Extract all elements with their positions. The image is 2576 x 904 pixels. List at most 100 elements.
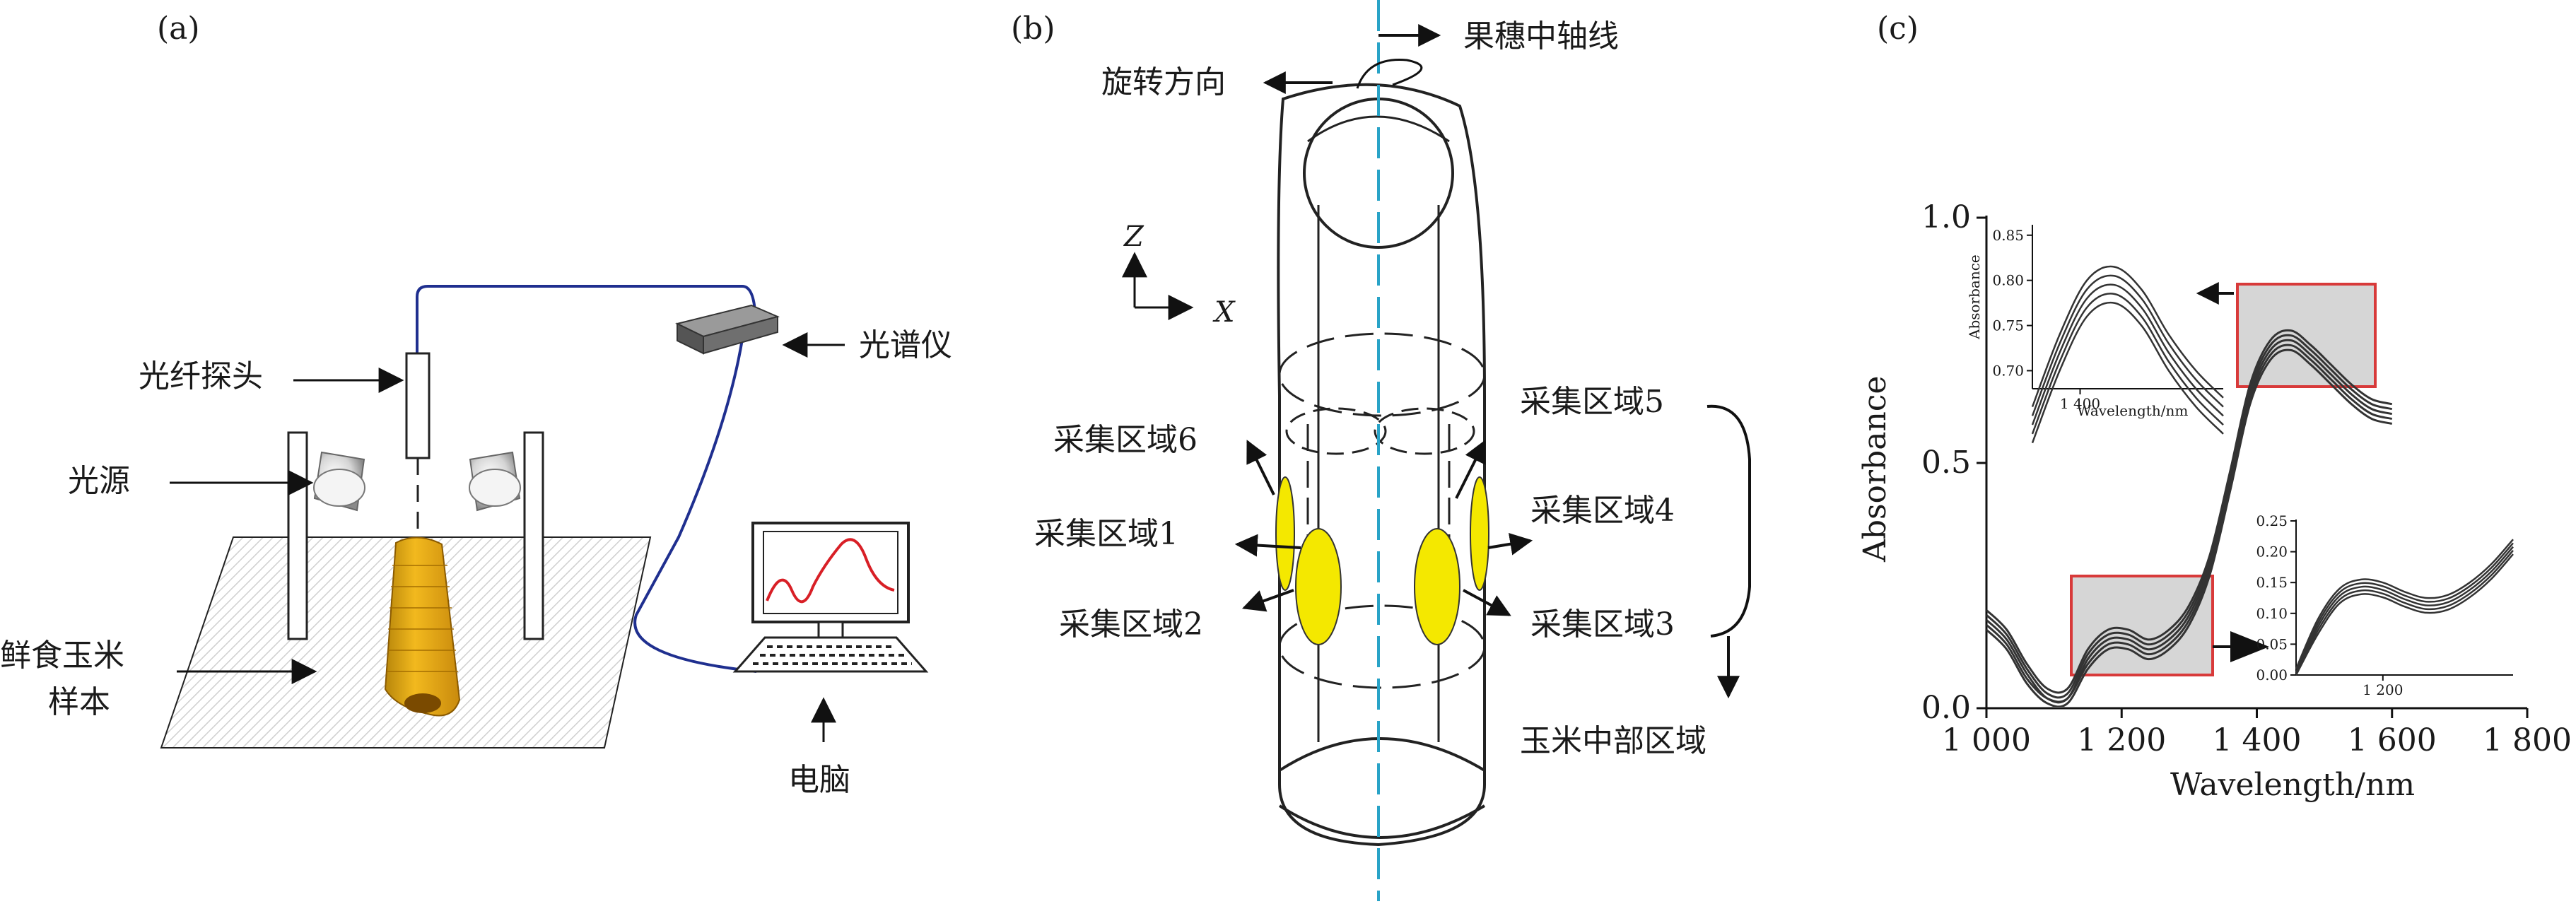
region-6-label: 采集区域6 bbox=[1053, 422, 1198, 458]
spectrometer-icon bbox=[675, 304, 780, 355]
upper-inset-series-line-3 bbox=[2031, 283, 2224, 425]
upper-inset-xlabel: Wavelength/nm bbox=[2077, 402, 2188, 419]
lower-inset-series-line-5 bbox=[2295, 553, 2514, 676]
region-6-marker bbox=[1275, 476, 1295, 591]
region-4-label: 采集区域4 bbox=[1530, 493, 1675, 529]
z-axis-label: Z bbox=[1123, 221, 1144, 253]
upper-inset-ticks: 0.70 0.75 0.80 0.85 1 400 bbox=[1992, 227, 2100, 412]
panel-b: (b) Z X bbox=[1011, 0, 1751, 901]
panel-a: (a) bbox=[0, 11, 952, 798]
main-series-line-4 bbox=[1986, 344, 2393, 703]
upper-inset-y-tick-label: 0.70 bbox=[1992, 362, 2024, 379]
corn-top-arc bbox=[1307, 115, 1450, 143]
corn-outline bbox=[1277, 83, 1486, 847]
region-1-marker bbox=[1295, 528, 1342, 645]
upper-inset-y-tick-label: 0.75 bbox=[1992, 317, 2024, 334]
main-x-tick-label: 1 600 bbox=[2348, 722, 2437, 758]
region-1-arrow bbox=[1234, 534, 1301, 557]
rotation-label: 旋转方向 bbox=[1101, 64, 1226, 100]
lower-inset-x-tick-label: 1 200 bbox=[2363, 681, 2403, 698]
lower-inset-y-tick-label: 0.05 bbox=[2256, 635, 2288, 652]
region-6-arrow bbox=[1246, 440, 1275, 495]
upper-inset-curves bbox=[2031, 265, 2224, 444]
lower-inset-series-line-4 bbox=[2295, 550, 2514, 676]
region-2-arrow bbox=[1241, 589, 1294, 612]
region-3-label: 采集区域3 bbox=[1530, 606, 1675, 642]
highlight-box-lower bbox=[2070, 575, 2214, 676]
lower-inset-y-tick-label: 0.15 bbox=[2256, 574, 2288, 591]
region-4-arrow bbox=[1487, 532, 1533, 556]
rotation-icon bbox=[1356, 59, 1423, 89]
lamp-left-icon bbox=[313, 451, 365, 512]
fiber-probe bbox=[405, 352, 431, 459]
spectrometer-label: 光谱仪 bbox=[859, 327, 952, 363]
corn-bottom-arc bbox=[1278, 737, 1486, 772]
sample-label-line1: 鲜食玉米 bbox=[0, 638, 124, 674]
panel-b-label: (b) bbox=[1011, 11, 1055, 47]
region-2-label: 采集区域2 bbox=[1059, 606, 1203, 642]
upper-inset-series-line-2 bbox=[2031, 274, 2224, 416]
lower-inset-series-line-3 bbox=[2295, 546, 2514, 676]
main-y-tick-label: 0.5 bbox=[1921, 445, 1971, 481]
main-y-tick-label: 1.0 bbox=[1921, 199, 1971, 235]
upper-inset-ylabel: Absorbance bbox=[1966, 254, 1983, 340]
lower-inset: 0.00 0.05 0.10 0.15 0.20 0.25 1 200 bbox=[2256, 512, 2514, 698]
computer-icon bbox=[732, 522, 929, 673]
middle-region-top bbox=[1278, 332, 1486, 417]
main-x-tick-label: 1 200 bbox=[2077, 722, 2166, 758]
x-axis-label: X bbox=[1212, 296, 1236, 329]
panel-a-label: (a) bbox=[157, 11, 200, 47]
lower-inset-y-tick-label: 0.25 bbox=[2256, 512, 2288, 529]
region-4-marker bbox=[1414, 528, 1460, 645]
main-x-label: Wavelength/nm bbox=[2170, 767, 2415, 803]
upper-inset-y-tick-label: 0.80 bbox=[1992, 272, 2024, 289]
lower-inset-y-tick-label: 0.20 bbox=[2256, 544, 2288, 560]
main-y-tick-label: 0.0 bbox=[1921, 690, 1971, 726]
main-x-tick-label: 1 800 bbox=[2483, 722, 2572, 758]
probe-label: 光纤探头 bbox=[139, 358, 263, 394]
fiber-cable bbox=[416, 285, 757, 673]
lower-inset-curves bbox=[2295, 539, 2514, 676]
lower-inset-series-line-1 bbox=[2295, 539, 2514, 669]
middle-region-label: 玉米中部区域 bbox=[1520, 723, 1706, 759]
axis-label: 果穗中轴线 bbox=[1463, 18, 1619, 54]
region-5-arrow bbox=[1455, 440, 1486, 499]
main-series-line-2 bbox=[1986, 334, 2393, 699]
region-1-label: 采集区域1 bbox=[1034, 516, 1178, 552]
region-3-marker bbox=[1470, 476, 1489, 591]
main-series-line-5 bbox=[1986, 348, 2393, 707]
region-3-arrow bbox=[1463, 589, 1511, 616]
sequence-bracket bbox=[1706, 404, 1751, 638]
corn-bottom-lip bbox=[1278, 804, 1486, 839]
upper-inset-series-line-1 bbox=[2031, 265, 2224, 407]
lower-inset-y-tick-label: 0.10 bbox=[2256, 605, 2288, 622]
region-5-label: 采集区域5 bbox=[1520, 384, 1664, 420]
corn-icon bbox=[384, 536, 461, 717]
main-y-label: Absorbance bbox=[1857, 376, 1893, 563]
lower-inset-series-line-2 bbox=[2295, 542, 2514, 674]
middle-region-bottom bbox=[1278, 604, 1486, 689]
lower-inset-pointer bbox=[2230, 631, 2269, 662]
main-ticks: 1 000 1 200 1 400 1 600 1 800 0.0 0.5 1.0 bbox=[1921, 199, 2572, 758]
lower-inset-ticks: 0.00 0.05 0.10 0.15 0.20 0.25 1 200 bbox=[2256, 512, 2403, 698]
light-source-label: 光源 bbox=[68, 463, 130, 499]
lower-inset-y-tick-label: 0.00 bbox=[2256, 667, 2288, 683]
lamp-stand-left bbox=[287, 431, 308, 640]
panel-c-label: (c) bbox=[1877, 11, 1919, 47]
kernel-dash-2 bbox=[1374, 407, 1475, 455]
main-series-line-1 bbox=[1986, 329, 2393, 694]
computer-label: 电脑 bbox=[788, 762, 850, 798]
main-x-tick-label: 1 000 bbox=[1942, 722, 2031, 758]
sample-label-line2: 样本 bbox=[48, 684, 110, 720]
kernel-dash-1 bbox=[1285, 407, 1387, 455]
lamp-stand-right bbox=[523, 431, 544, 640]
upper-inset-series-line-5 bbox=[2031, 301, 2224, 444]
lamp-right-icon bbox=[469, 451, 521, 512]
upper-inset-x-tick-label: 1 400 bbox=[2060, 395, 2100, 412]
upper-inset: 0.70 0.75 0.80 0.85 1 400 Wavelength/nm Abso… bbox=[1966, 225, 2224, 444]
upper-inset-y-tick-label: 0.85 bbox=[1992, 227, 2024, 244]
panel-c: (c) 1 000 1 200 1 400 1 600 1 800 0.0 0.5 1.0 0… bbox=[1857, 11, 2572, 803]
main-spectrum-curves bbox=[1986, 329, 2393, 707]
